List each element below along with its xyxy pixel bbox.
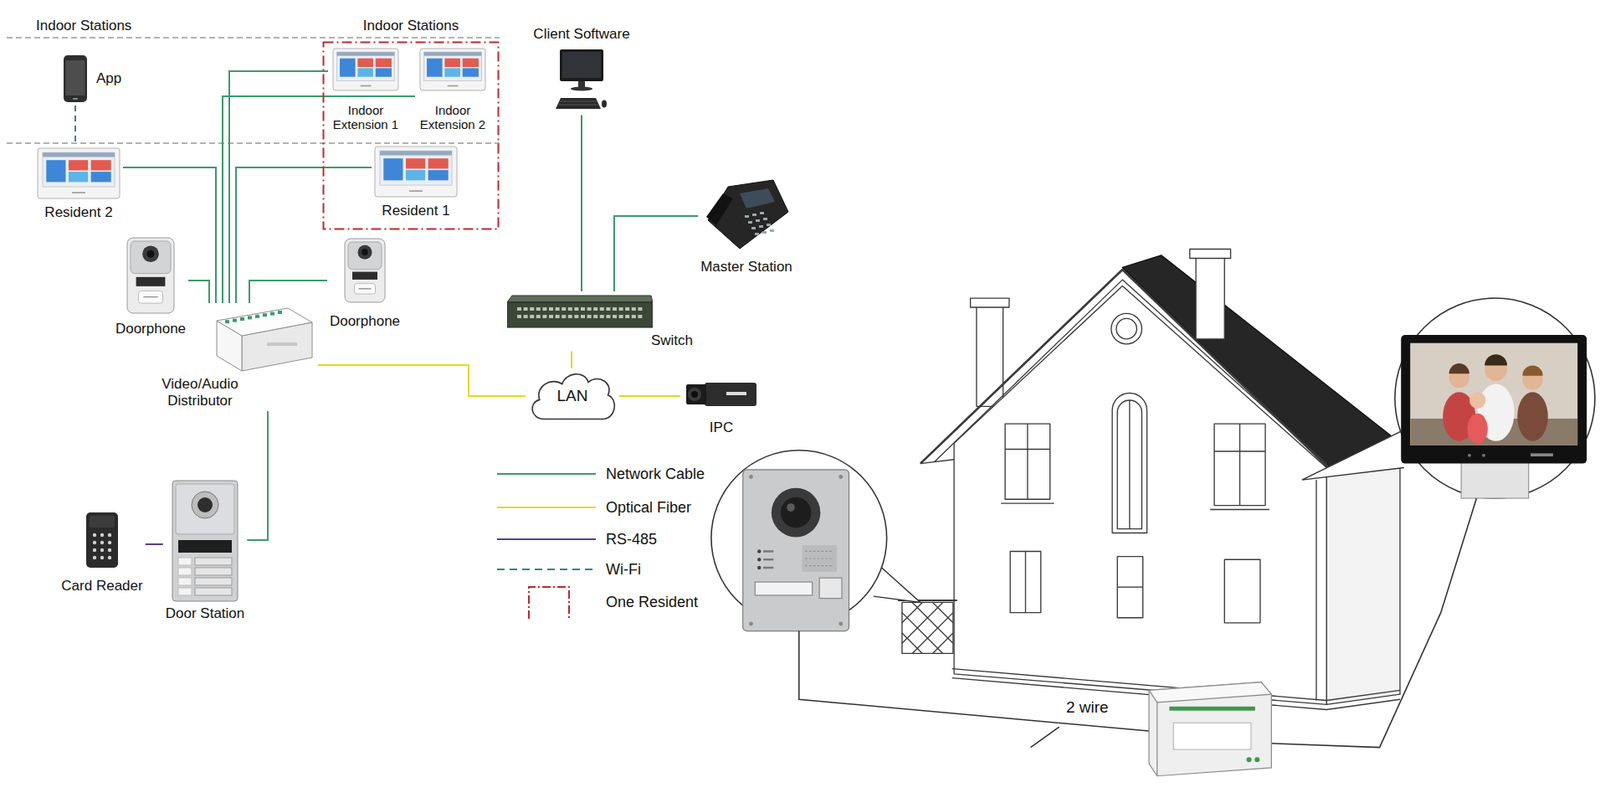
- indoor-extension-node: Indoor Extension 2: [415, 45, 491, 135]
- master-station-node: Master Station: [697, 175, 795, 278]
- lan-cloud: LAN: [525, 368, 620, 424]
- distributor-node: Video/Audio Distributor: [155, 302, 318, 411]
- device-label: Indoor Extension 1: [330, 102, 401, 133]
- label-holder: Indoor Stations: [35, 17, 132, 35]
- device-label: Resident 1: [381, 202, 450, 220]
- legend-sample: [493, 583, 598, 621]
- client-software-node: Client Software: [530, 23, 632, 116]
- legend-label: One Resident: [605, 593, 698, 611]
- device-label: Switch: [651, 332, 693, 349]
- tablet-icon: [374, 145, 458, 198]
- legend-sample: [493, 463, 598, 484]
- legend-label: Wi-Fi: [605, 560, 642, 579]
- indoor-extension-node: Indoor Extension 1: [328, 45, 404, 135]
- optical-fiber: [570, 351, 573, 369]
- legend-row: Network Cable: [493, 463, 705, 484]
- device-label: Card Reader: [61, 577, 143, 595]
- network-cable: [249, 280, 328, 303]
- door-station-node: Door Station: [163, 476, 248, 625]
- wire-label: 2 wire: [1066, 697, 1109, 717]
- camera-icon: [682, 377, 760, 411]
- legend-sample: [493, 528, 598, 549]
- tablet-icon: [332, 47, 400, 92]
- tablet-icon: [419, 47, 487, 92]
- device-label: Video/Audio Distributor: [158, 375, 242, 409]
- network-cable: [246, 410, 268, 540]
- legend-row: Wi-Fi: [493, 558, 642, 580]
- indoor-monitor-callout: [1302, 297, 1595, 498]
- section-heading: Indoor Stations: [35, 17, 132, 35]
- indoor-station-node: Resident 1: [371, 143, 461, 222]
- legend-sample: [493, 497, 598, 518]
- device-label: Resident 2: [44, 204, 113, 221]
- switch-node: Switch: [504, 291, 696, 352]
- doorphone-node: Doorphone: [327, 235, 403, 333]
- legend-label: RS-485: [605, 530, 657, 549]
- legend-row: One Resident: [493, 583, 698, 621]
- cloud-label: LAN: [557, 386, 589, 406]
- doorphone-icon: [343, 237, 386, 303]
- doorstation-icon: [171, 479, 239, 602]
- device-label: Indoor Extension 2: [417, 102, 488, 133]
- section-separators: [6, 37, 500, 144]
- network-cable: [229, 71, 329, 303]
- legend-label: Optical Fiber: [605, 498, 692, 517]
- network-cable: [222, 96, 416, 303]
- legend-sample: [493, 558, 598, 580]
- two-wire-cable: [799, 497, 1477, 748]
- switch-icon: [507, 293, 653, 331]
- cardreader-icon: [84, 510, 120, 570]
- device-label: Client Software: [533, 25, 630, 43]
- wifi-link: [74, 105, 77, 145]
- card-reader-node: Card Reader: [58, 507, 145, 597]
- label-holder: 2 wire: [1066, 697, 1109, 717]
- two-wire-distributor-box: [1148, 682, 1272, 776]
- device-label: Doorphone: [329, 312, 400, 330]
- network-cable: [580, 115, 583, 292]
- network-cable: [614, 215, 698, 292]
- legend-row: RS-485: [493, 528, 657, 549]
- device-label: Door Station: [165, 605, 246, 622]
- door-station-callout: [711, 450, 921, 631]
- app-node: App: [60, 51, 124, 106]
- deskphone-icon: [702, 178, 790, 252]
- legend-label: Network Cable: [605, 465, 705, 483]
- doorphone-node: Doorphone: [112, 234, 189, 340]
- device-label: Doorphone: [115, 320, 186, 338]
- network-cable: [188, 280, 210, 303]
- tablet-icon: [36, 147, 121, 200]
- optical-fiber: [619, 394, 681, 397]
- device-label: App: [96, 70, 122, 88]
- resident-group: Indoor StationsIndoor Extension 1Indoor …: [322, 41, 500, 231]
- distributor-icon: [208, 305, 316, 375]
- monitor-icon: [555, 47, 608, 113]
- doorphone-icon: [126, 236, 175, 314]
- house-drawing: [897, 249, 1409, 710]
- device-label: Master Station: [700, 258, 793, 276]
- rs485-link: [145, 543, 164, 545]
- optical-fiber: [317, 364, 526, 396]
- legend-row: Optical Fiber: [493, 497, 692, 518]
- phone-icon: [62, 54, 88, 103]
- group-heading: Indoor Stations: [322, 17, 500, 35]
- device-label: IPC: [709, 419, 734, 436]
- indoor-station-node: Resident 2: [34, 144, 124, 224]
- ipc-node: IPC: [680, 374, 763, 439]
